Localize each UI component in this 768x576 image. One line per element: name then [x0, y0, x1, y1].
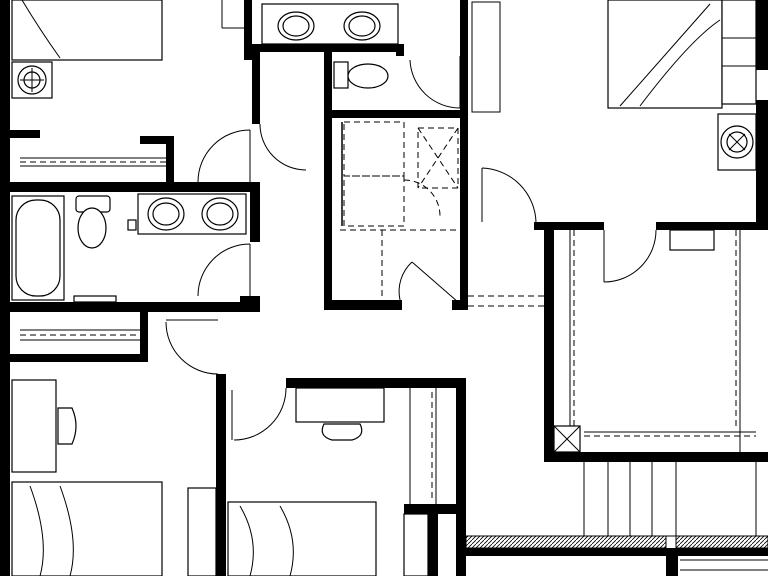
door-swings — [165, 56, 657, 441]
bed-bottom-center — [227, 387, 429, 576]
bath-fixtures — [11, 3, 399, 303]
mechanical-chase — [553, 425, 581, 453]
closet-shelving — [340, 121, 460, 300]
partition-lines — [20, 0, 768, 571]
bed-bottom-left — [11, 379, 217, 576]
bed-top-right — [607, 0, 757, 251]
bed-top-left — [11, 0, 163, 99]
